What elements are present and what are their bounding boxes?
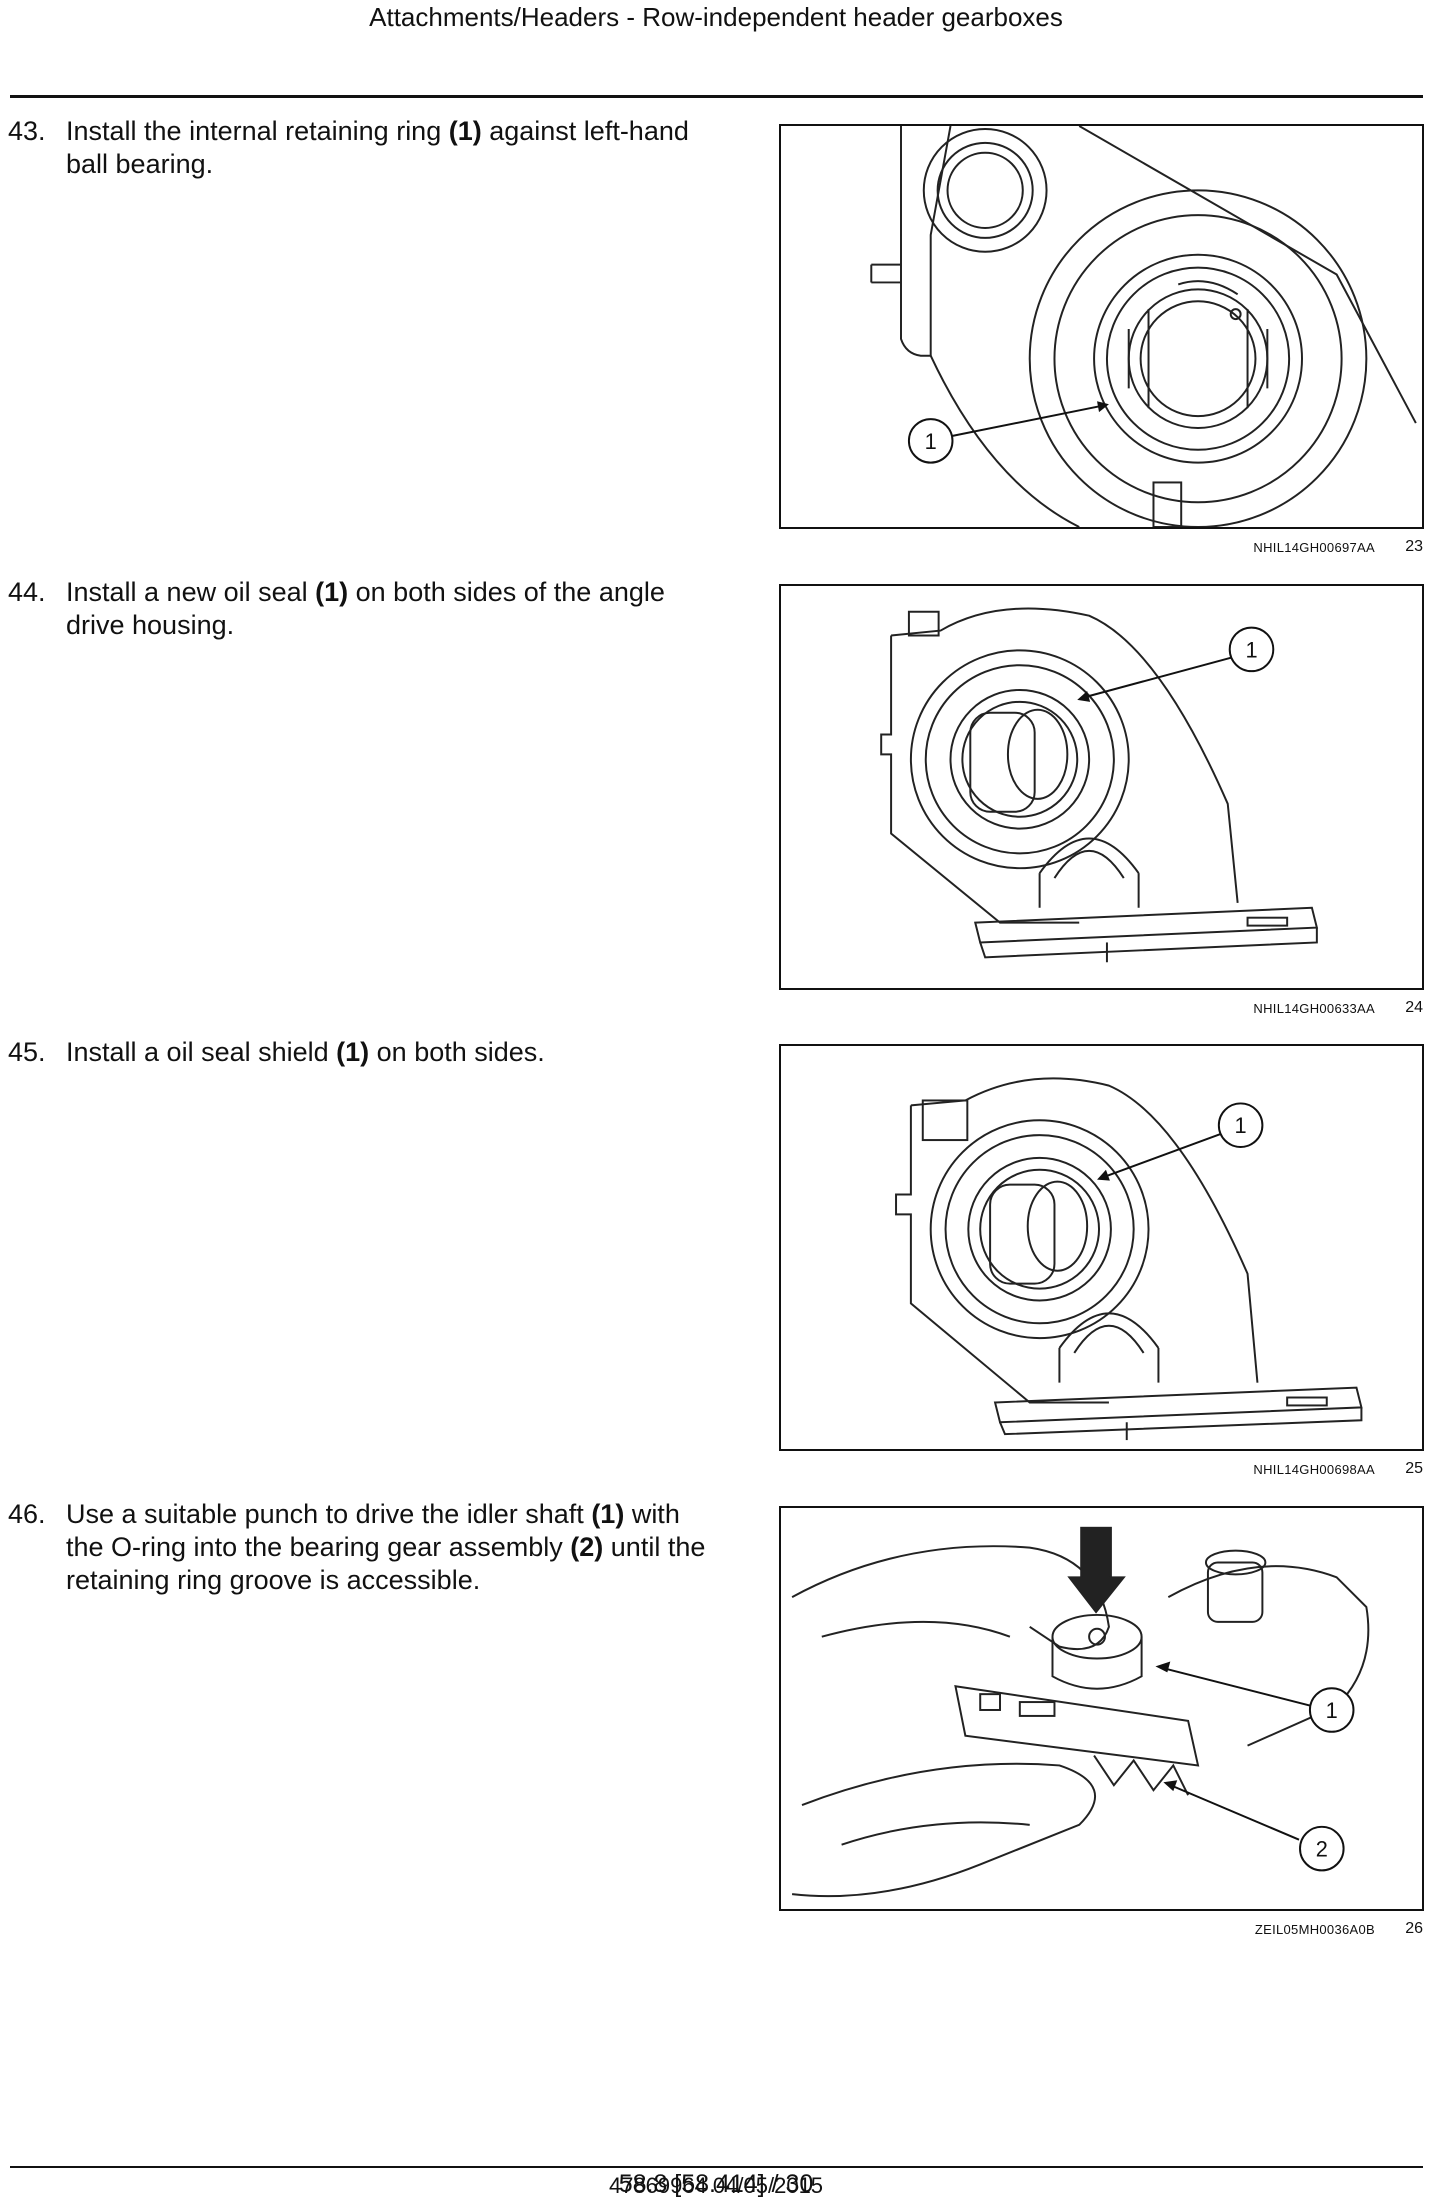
callout-label: 1 <box>925 429 937 454</box>
figure-23-gearbox-bearing: 1 <box>779 124 1424 529</box>
figure-number: 23 <box>1405 538 1423 555</box>
figure-number: 26 <box>1405 1920 1423 1937</box>
callout-ref: (1) <box>448 116 482 146</box>
callout-ref: (2) <box>570 1532 604 1562</box>
callout-label: 2 <box>1316 1837 1328 1862</box>
callout-overlay: 1 <box>907 401 1109 464</box>
callout-overlay: 1 <box>1097 1102 1264 1181</box>
figure-code: NHIL14GH00697AA <box>1253 540 1375 555</box>
callout-ref: (1) <box>315 577 349 607</box>
step-number: 43. <box>8 116 46 146</box>
callout-label: 1 <box>1235 1113 1247 1138</box>
figure-code: NHIL14GH00698AA <box>1253 1462 1375 1477</box>
step-number: 44. <box>8 577 46 607</box>
footer-rule <box>10 2166 1423 2168</box>
angle-drive-housing-illustration <box>880 607 1319 963</box>
gearbox-bearing-illustration <box>870 126 1417 527</box>
step-text: Install a new oil seal (1) on both sides… <box>66 577 665 640</box>
callout-label: 1 <box>1326 1698 1338 1723</box>
step-number: 46. <box>8 1499 46 1529</box>
page-header-title: Attachments/Headers - Row-independent he… <box>369 2 1063 32</box>
callout-ref: (1) <box>591 1499 625 1529</box>
step-number: 45. <box>8 1037 46 1067</box>
callout-overlay: 1 2 <box>1155 1661 1355 1872</box>
step-46: 46. Use a suitable punch to drive the id… <box>8 1498 720 1597</box>
callout-overlay: 1 <box>1077 626 1275 702</box>
step-text: Install the internal retaining ring (1) … <box>66 116 689 179</box>
figure-code: NHIL14GH00633AA <box>1253 1001 1375 1016</box>
step-text: Use a suitable punch to drive the idler … <box>66 1499 706 1595</box>
step-text: Install a oil seal shield (1) on both si… <box>66 1037 545 1067</box>
header-rule <box>10 95 1423 98</box>
step-45: 45. Install a oil seal shield (1) on bot… <box>8 1036 720 1069</box>
figure-25-oil-seal-shield: 1 <box>779 1044 1424 1451</box>
footer-page-number: 58.8 [58.414] / 30 <box>618 2170 814 2198</box>
step-44: 44. Install a new oil seal (1) on both s… <box>8 576 720 642</box>
angle-drive-housing-shield-illustration <box>895 1077 1363 1441</box>
figure-number: 25 <box>1405 1460 1423 1477</box>
figure-24-oil-seal: 1 <box>779 584 1424 990</box>
callout-label: 1 <box>1245 637 1257 662</box>
punch-idler-shaft-illustration <box>791 1526 1370 1898</box>
footer-doc-info: 47869964 04/05/2015 <box>608 2173 824 2198</box>
figure-26-idler-shaft-punch: 1 2 <box>779 1506 1424 1911</box>
callout-ref: (1) <box>336 1037 370 1067</box>
figure-code: ZEIL05MH0036A0B <box>1254 1922 1375 1937</box>
step-43: 43. Install the internal retaining ring … <box>8 115 720 181</box>
figure-number: 24 <box>1405 999 1423 1016</box>
